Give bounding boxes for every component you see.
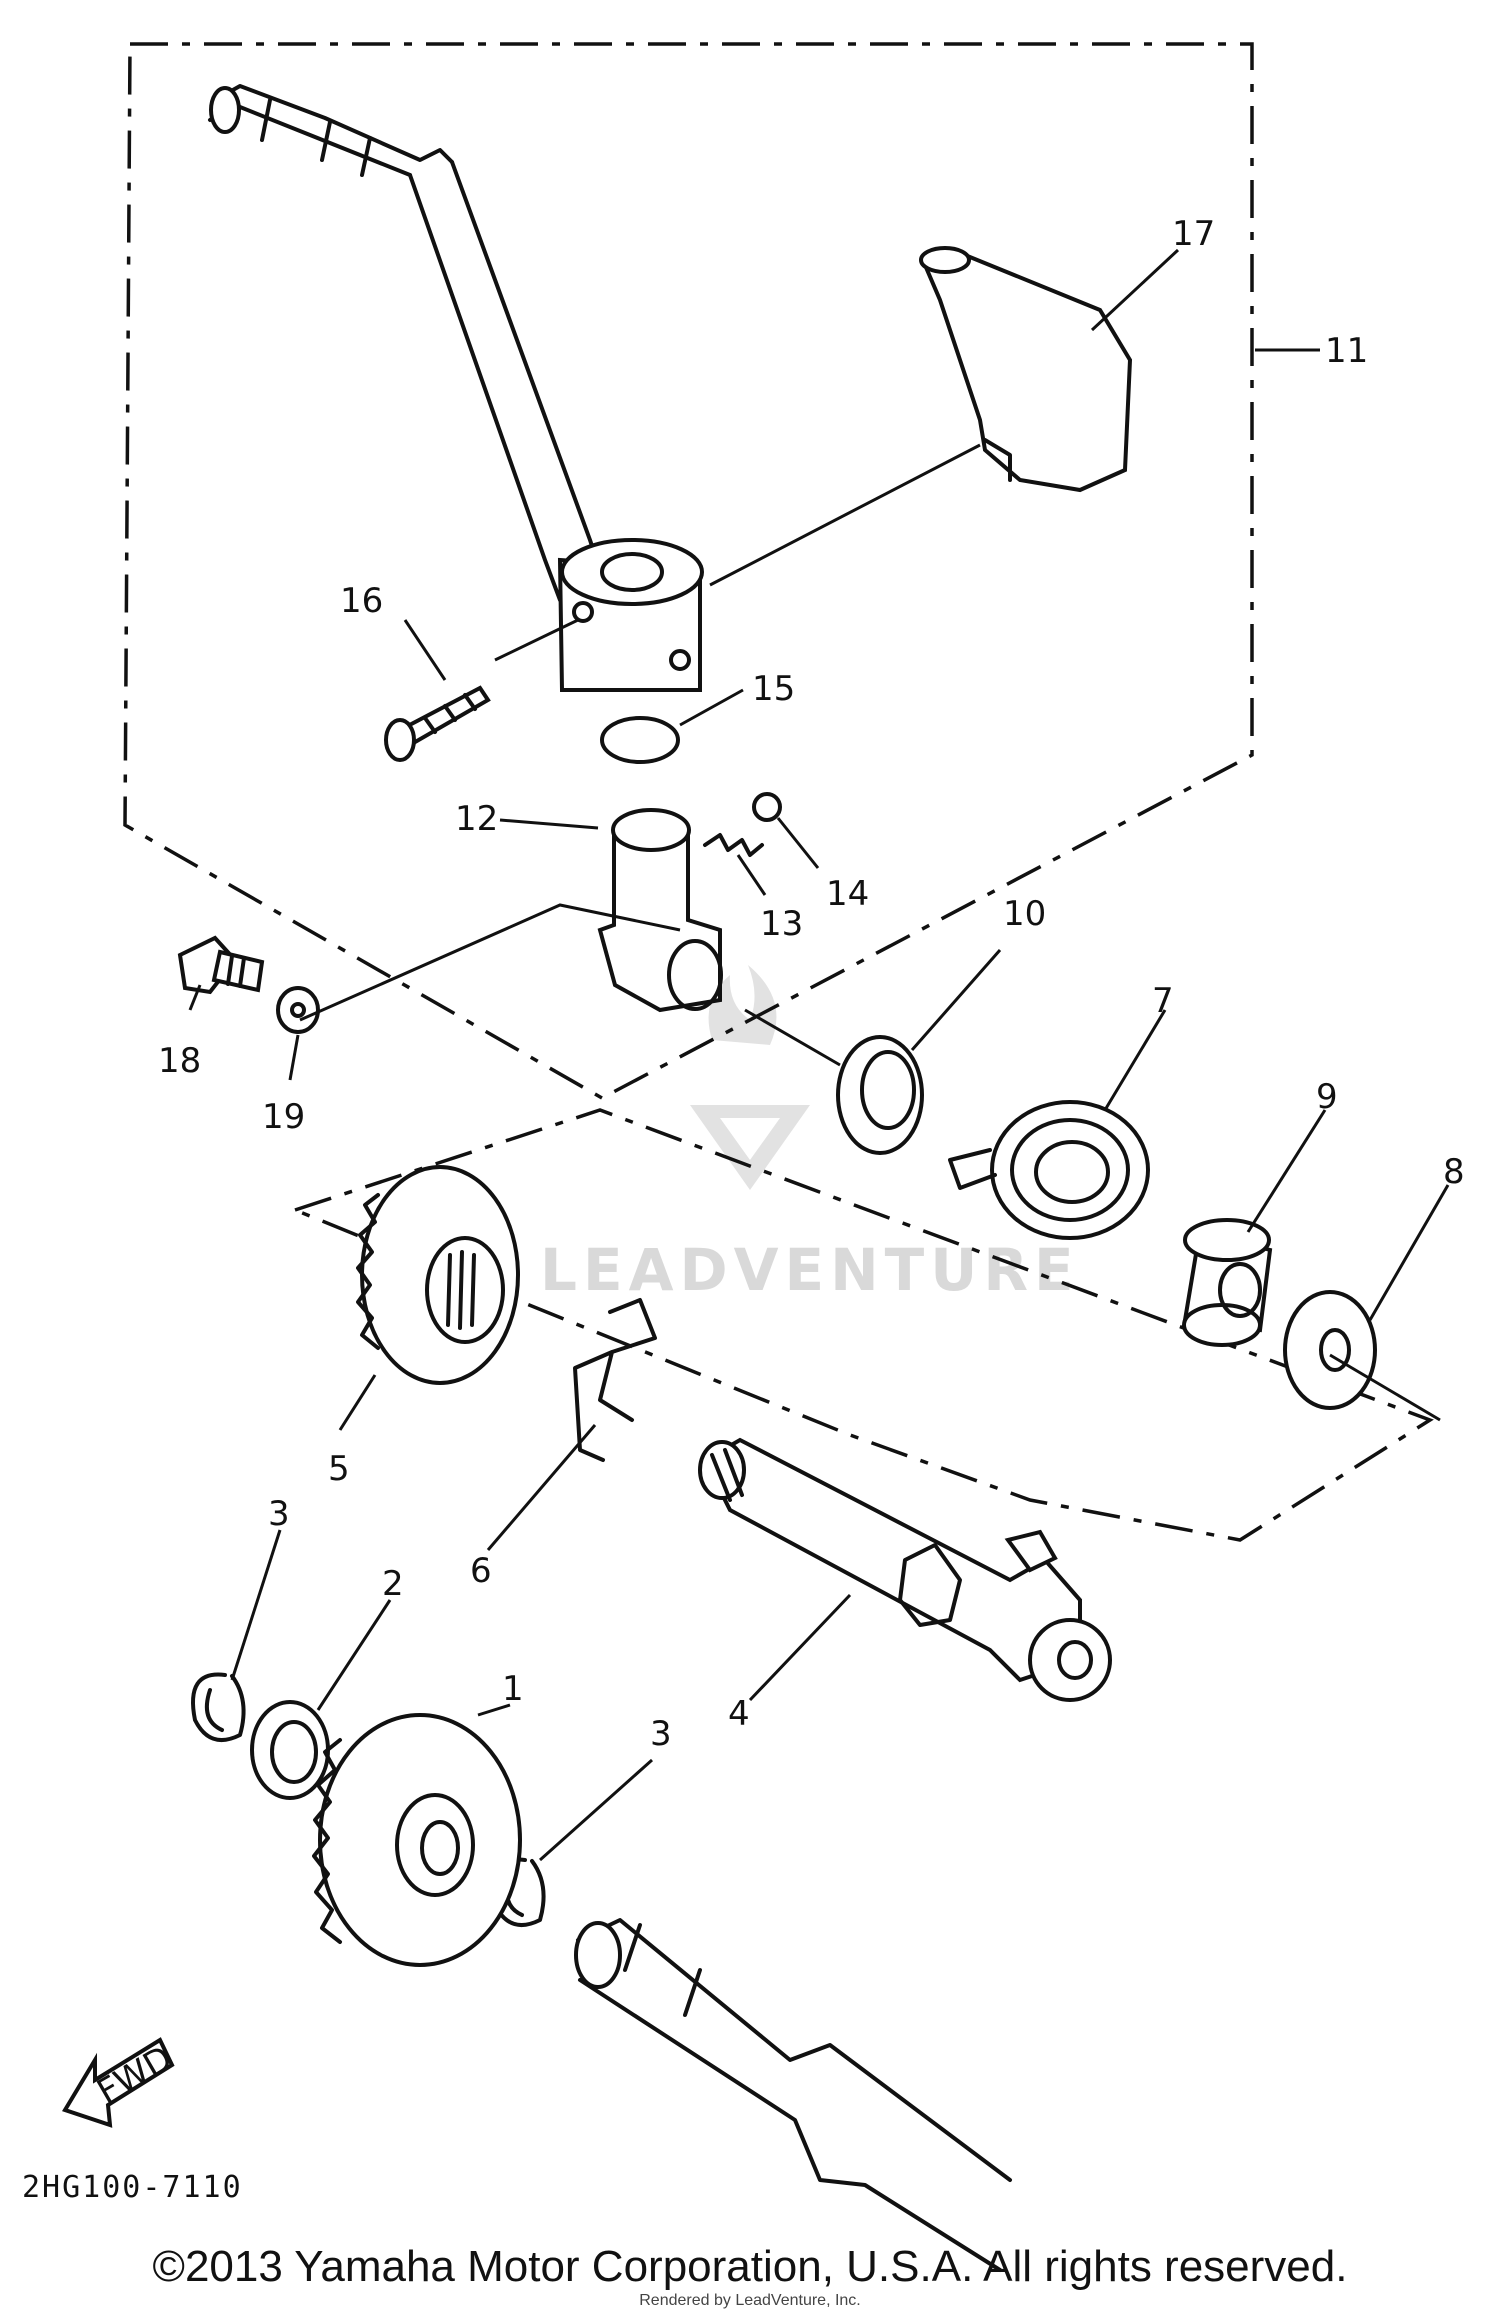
callout-18: 18 — [158, 1041, 201, 1081]
spacer-collar — [1182, 1218, 1273, 1347]
leader-lines — [188, 248, 1450, 1862]
ratchet-spring-clip — [573, 1298, 657, 1462]
oil-seal — [836, 1035, 924, 1155]
kick-axle — [698, 1437, 1112, 1702]
callout-6: 6 — [470, 1551, 492, 1591]
kick-torsion-spring — [948, 1100, 1150, 1240]
o-ring — [600, 716, 680, 764]
circlip-left — [191, 1672, 246, 1742]
kick-gear-washer — [250, 1700, 330, 1800]
callout-17: 17 — [1172, 214, 1215, 254]
copyright-notice: ©2013 Yamaha Motor Corporation, U.S.A. A… — [152, 2242, 1348, 2291]
callout-3-right: 3 — [650, 1714, 672, 1754]
callout-2: 2 — [382, 1564, 404, 1604]
leadventure-watermark: LEADVENTURE — [540, 965, 1080, 1304]
plain-washer — [276, 986, 320, 1034]
kick-crank-shaft — [597, 808, 723, 1013]
callout-16: 16 — [340, 581, 383, 621]
kick-boss-cover — [919, 246, 1133, 493]
forward-direction-arrow: FWD — [62, 2037, 179, 2128]
detent-ball — [752, 792, 782, 822]
callout-11: 11 — [1325, 331, 1368, 371]
callout-numbers: 11 17 16 15 12 13 14 18 19 10 7 9 8 5 6 … — [158, 214, 1465, 1754]
callout-9: 9 — [1316, 1077, 1338, 1117]
callout-5: 5 — [328, 1449, 350, 1489]
callout-4: 4 — [728, 1694, 750, 1734]
callout-15: 15 — [752, 669, 795, 709]
thrust-washer — [1283, 1290, 1377, 1410]
detent-spring — [703, 833, 764, 857]
kick-crank-assembly-boundary — [123, 42, 1254, 1100]
ratchet-wheel — [356, 1165, 520, 1385]
kick-crank-lever — [208, 84, 704, 692]
callout-3-left: 3 — [268, 1494, 290, 1534]
kick-crank-bolt — [384, 685, 491, 762]
callout-13: 13 — [760, 904, 803, 944]
callout-12: 12 — [455, 799, 498, 839]
callout-10: 10 — [1003, 894, 1046, 934]
flange-bolt — [177, 935, 265, 995]
primary-shaft — [574, 1918, 1012, 2272]
callout-8: 8 — [1443, 1152, 1465, 1192]
callout-14: 14 — [826, 874, 869, 914]
callout-1: 1 — [502, 1669, 524, 1709]
drawing-code: 2HG100-7110 — [22, 2170, 243, 2205]
kick-axle-assembly-boundary — [289, 1108, 1434, 1542]
callout-7: 7 — [1152, 981, 1174, 1021]
watermark-text: LEADVENTURE — [540, 1236, 1080, 1304]
callout-19: 19 — [262, 1097, 305, 1137]
render-credit: Rendered by LeadVenture, Inc. — [639, 2292, 861, 2309]
kick-gear — [312, 1713, 522, 1967]
